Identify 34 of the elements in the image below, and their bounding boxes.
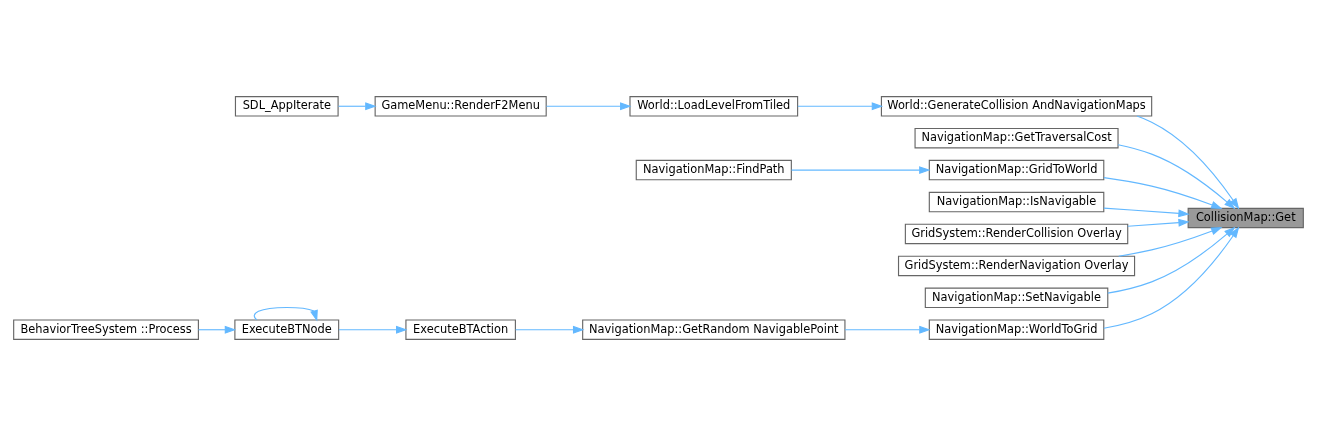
node-box: NavigationMap::GetRandom NavigablePoint	[582, 319, 846, 340]
node-box: NavigationMap::IsNavigable	[928, 191, 1105, 212]
arrow	[337, 101, 377, 110]
node-box: NavigationMap::FindPath	[635, 159, 792, 180]
node-box: NavigationMap::WorldToGrid	[928, 319, 1105, 340]
arrow	[844, 325, 931, 334]
node-box: NavigationMap::SetNavigable	[924, 287, 1109, 308]
node-box: BehaviorTreeSystem ::Process	[13, 319, 199, 340]
arrow	[797, 101, 884, 110]
arrow	[1118, 226, 1223, 257]
arrow	[1103, 207, 1190, 217]
node-box: GameMenu::RenderF2Menu	[374, 95, 547, 116]
arrow	[197, 325, 237, 334]
arrow	[790, 165, 931, 174]
arrow	[1127, 218, 1190, 227]
arrow	[515, 325, 585, 334]
node-box: NavigationMap::GridToWorld	[928, 159, 1105, 180]
node-box: ExecuteBTNode	[234, 319, 340, 340]
node-box: World::LoadLevelFromTiled	[629, 95, 799, 116]
node-box: World::GenerateCollision AndNavigationMaps	[880, 95, 1153, 116]
arrow	[1103, 226, 1240, 329]
arrow	[1136, 114, 1240, 209]
node-box: GridSystem::RenderCollision Overlay	[904, 223, 1129, 244]
node-box: SDL_AppIterate	[234, 95, 339, 116]
arrow	[545, 101, 632, 110]
node-box: CollisionMap::Get	[1187, 207, 1304, 228]
node-box: GridSystem::RenderNavigation Overlay	[897, 255, 1136, 276]
node-box: ExecuteBTAction	[405, 319, 516, 340]
arrow	[1107, 226, 1236, 294]
node-box: NavigationMap::GetTraversalCost	[914, 127, 1119, 148]
arrow	[1117, 143, 1236, 209]
arrow	[338, 325, 408, 334]
arrow	[253, 306, 318, 322]
arrow	[1103, 176, 1223, 209]
